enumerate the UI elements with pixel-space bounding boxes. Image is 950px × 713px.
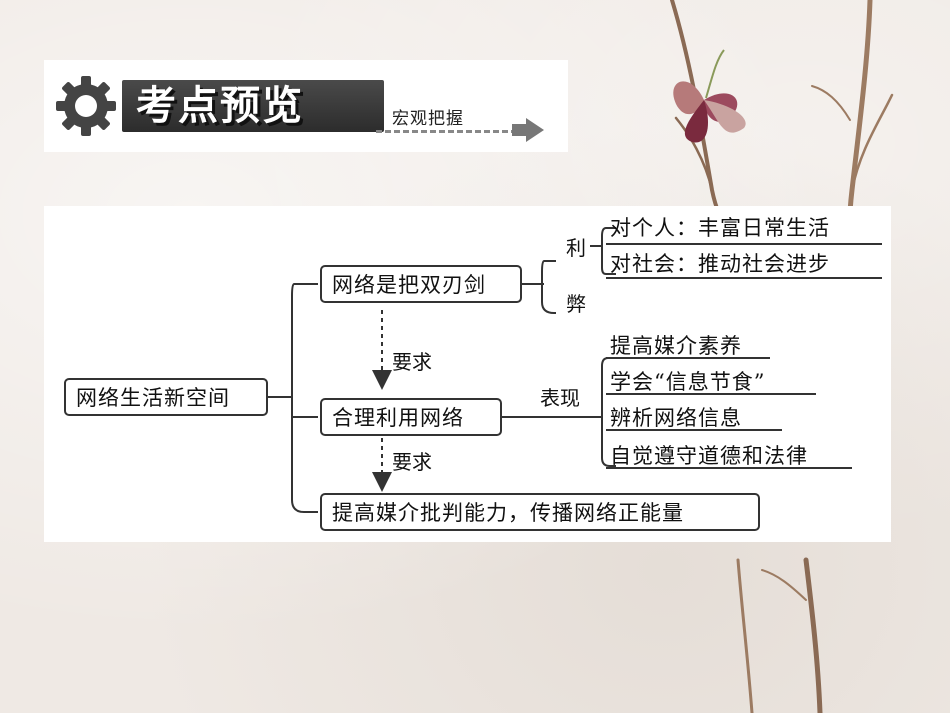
title-background: 考点预览 <box>122 80 384 132</box>
branch2-item: 自觉遵守道德和法律 <box>610 444 808 468</box>
requirement-label-1: 要求 <box>392 350 432 374</box>
mindmap-panel: 网络生活新空间 网络是把双刃剑 合理利用网络 提高媒介批判能力，传播网络正能量 … <box>44 206 891 542</box>
branch2-node: 合理利用网络 <box>320 398 502 436</box>
performance-bracket <box>601 357 616 467</box>
gear-icon <box>56 76 116 136</box>
main-bracket <box>291 283 318 513</box>
branch1-item: 对个人：丰富日常生活 <box>610 216 830 240</box>
requirement-label-2: 要求 <box>392 450 432 474</box>
branch2-item: 辨析网络信息 <box>610 406 742 430</box>
connector-lines <box>268 227 882 513</box>
branch3-node: 提高媒介批判能力，传播网络正能量 <box>320 493 760 531</box>
branch2-item: 学会“信息节食” <box>610 370 766 394</box>
flower-icon <box>673 49 746 143</box>
section-title: 考点预览 <box>136 83 304 129</box>
pros-bracket <box>601 227 616 275</box>
pros-label: 利 <box>566 236 586 260</box>
branch1-node: 网络是把双刃剑 <box>320 265 522 303</box>
relation-bracket <box>541 260 556 314</box>
branch2-item: 提高媒介素养 <box>610 334 742 358</box>
arrow-right-head <box>526 118 544 142</box>
section-header: 考点预览 宏观把握 <box>44 60 568 152</box>
performance-label: 表现 <box>540 386 580 410</box>
section-subtitle: 宏观把握 <box>392 109 464 129</box>
arrow-right-icon <box>512 124 528 136</box>
cons-label: 弊 <box>566 292 586 316</box>
branch1-item: 对社会：推动社会进步 <box>610 252 830 276</box>
root-node: 网络生活新空间 <box>64 378 268 416</box>
dashed-underline <box>376 130 526 133</box>
